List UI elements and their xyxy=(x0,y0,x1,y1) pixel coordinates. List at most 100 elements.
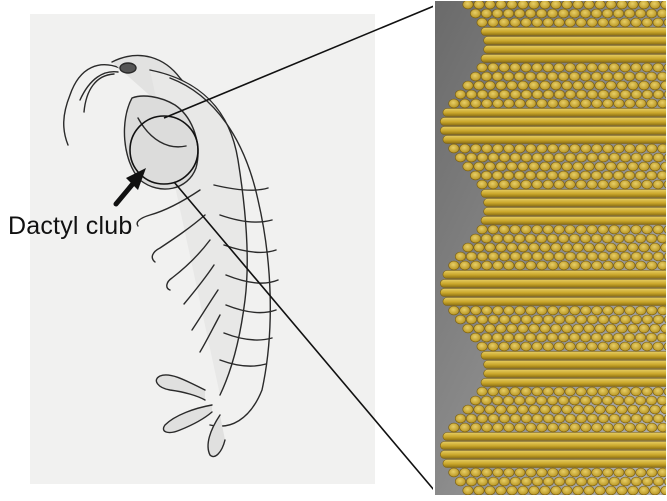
fiber-end xyxy=(526,144,536,153)
fiber-end xyxy=(499,153,509,162)
fiber-end xyxy=(532,90,542,99)
fiber-end xyxy=(620,153,630,162)
fiber-end xyxy=(518,81,528,90)
fiber-end xyxy=(636,99,646,108)
fiber-end xyxy=(466,315,476,324)
fiber-end xyxy=(636,261,646,270)
fiber-end xyxy=(521,342,531,351)
fiber-end xyxy=(602,171,612,180)
fiber-end xyxy=(466,90,476,99)
fiber-end xyxy=(642,387,652,396)
fiber-end xyxy=(573,0,583,9)
fiber-end xyxy=(653,315,663,324)
fiber-end xyxy=(606,162,616,171)
fiber-end xyxy=(617,243,627,252)
fiber-end xyxy=(591,333,601,342)
fiber-end xyxy=(565,477,575,486)
fiber-end xyxy=(636,423,646,432)
fiber-end xyxy=(587,477,597,486)
fiber-end xyxy=(602,333,612,342)
fiber-end xyxy=(653,180,663,189)
fiber-end xyxy=(471,99,481,108)
fiber-end xyxy=(488,342,498,351)
fiber-layer xyxy=(484,361,667,369)
fiber-end xyxy=(449,99,459,108)
fiber-rod xyxy=(443,271,667,279)
fiber-end xyxy=(504,306,514,315)
fiber-end xyxy=(470,396,480,405)
fiber-end xyxy=(537,144,547,153)
fiber-layer xyxy=(484,370,667,378)
fiber-layer xyxy=(440,118,667,126)
fiber-layer xyxy=(477,342,667,351)
fiber-end xyxy=(474,486,484,495)
fiber-end xyxy=(642,180,652,189)
fiber-end xyxy=(653,477,663,486)
fiber-end xyxy=(625,144,635,153)
fiber-end xyxy=(477,63,487,72)
fiber-end xyxy=(521,477,531,486)
fiber-end xyxy=(536,72,546,81)
fiber-end xyxy=(510,387,520,396)
fiber-end xyxy=(642,225,652,234)
fiber-end xyxy=(576,387,586,396)
fiber-end xyxy=(558,396,568,405)
fiber-end xyxy=(653,90,663,99)
fiber-end xyxy=(518,162,528,171)
fiber-end xyxy=(521,387,531,396)
fiber-rod xyxy=(443,298,667,306)
fiber-end xyxy=(543,387,553,396)
fiber-end xyxy=(559,423,569,432)
fiber-end xyxy=(532,180,542,189)
fiber-end xyxy=(576,225,586,234)
fiber-end xyxy=(551,162,561,171)
fiber-end xyxy=(581,144,591,153)
fiber-rod xyxy=(440,118,667,126)
fiber-end xyxy=(606,405,616,414)
fiber-end xyxy=(636,306,646,315)
fiber-end xyxy=(565,90,575,99)
fiber-end xyxy=(493,261,503,270)
fiber-end xyxy=(592,306,602,315)
fiber-end xyxy=(481,234,491,243)
fiber-end xyxy=(653,225,663,234)
fiber-end xyxy=(543,315,553,324)
fiber-end xyxy=(576,252,586,261)
fiber-end xyxy=(609,414,619,423)
fiber-end xyxy=(595,243,605,252)
fiber-end xyxy=(635,234,645,243)
fiber-end xyxy=(576,477,586,486)
fiber-end xyxy=(460,144,470,153)
dactyl-club-label: Dactyl club xyxy=(8,212,132,241)
fiber-end xyxy=(547,234,557,243)
fiber-end xyxy=(466,477,476,486)
fiber-end xyxy=(617,324,627,333)
fiber-end xyxy=(595,0,605,9)
fiber-end xyxy=(565,252,575,261)
fiber-end xyxy=(639,162,649,171)
fiber-end xyxy=(525,333,535,342)
fiber-rod xyxy=(481,55,667,63)
fiber-end xyxy=(554,153,564,162)
fiber-end xyxy=(449,423,459,432)
fiber-end xyxy=(598,90,608,99)
fiber-end xyxy=(455,315,465,324)
fiber-end xyxy=(602,234,612,243)
fiber-layer xyxy=(477,18,667,27)
fiber-end xyxy=(658,144,667,153)
fiber-end xyxy=(559,99,569,108)
fiber-end xyxy=(460,261,470,270)
fiber-rod xyxy=(481,190,667,198)
fiber-end xyxy=(481,9,491,18)
fiber-end xyxy=(614,261,624,270)
fiber-end xyxy=(620,342,630,351)
fiber-end xyxy=(657,171,667,180)
fiber-end xyxy=(573,162,583,171)
fiber-end xyxy=(529,486,539,495)
fiber-end xyxy=(609,180,619,189)
fiber-layer xyxy=(443,136,667,144)
fiber-rod xyxy=(484,208,667,216)
fiber-end xyxy=(598,387,608,396)
fiber-end xyxy=(526,261,536,270)
fiber-end xyxy=(543,180,553,189)
